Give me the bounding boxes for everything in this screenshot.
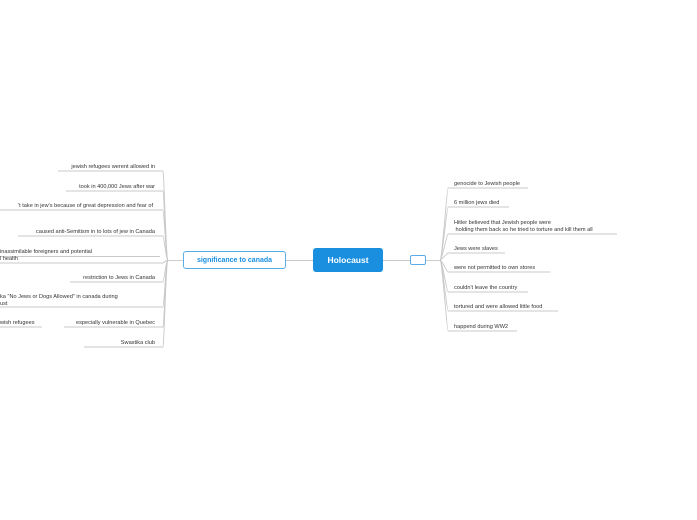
right-leaf[interactable]: Hitler believed that Jewish people were … (454, 220, 593, 233)
leaf-text: inassimilable foreigners and potential l… (0, 249, 93, 262)
right-leaf[interactable]: couldn't leave the country (454, 285, 517, 292)
left-leaf[interactable]: jewish refugees werent allowed in (71, 164, 155, 171)
leaf-text: Swastika club (120, 340, 155, 346)
left-leaf-connector (18, 235, 169, 261)
right-leaf[interactable]: tortured and were allowed little food (454, 304, 542, 311)
right-leaf[interactable]: Jews were slaves (454, 246, 498, 253)
leaf-text: especially vulnerable in Quebec (76, 320, 155, 326)
left-leaf[interactable]: 't take in jew's because of great depres… (18, 203, 153, 210)
right-leaf-connector (439, 206, 509, 261)
leaf-text: happend during WW2 (454, 324, 509, 330)
branch-empty-topic[interactable] (410, 255, 426, 265)
central-topic[interactable]: Holocaust (313, 248, 383, 272)
leaf-text: Jews were slaves (454, 246, 498, 252)
left-leaf[interactable]: especially vulnerable in Quebec (76, 320, 155, 327)
leaf-text: caused anti-Semitism in to lots of jew i… (35, 229, 155, 235)
leaf-text: jewish refugees werent allowed in (71, 164, 155, 170)
left-leaf[interactable]: caused anti-Semitism in to lots of jew i… (36, 229, 155, 236)
left-leaf[interactable]: took in 400,000 Jews after war (79, 184, 155, 191)
leaf-text: Hitler believed that Jewish people were … (454, 220, 593, 233)
leaf-text: 't take in jew's because of great depres… (18, 203, 153, 209)
leaf-text: were not permitted to own stores (454, 265, 536, 271)
leaf-text: genocide to Jewish people (454, 181, 520, 187)
branch-label: significance to canada (196, 256, 273, 264)
left-leaf[interactable]: wish refugees (0, 320, 35, 327)
leaf-text: tortured and were allowed little food (454, 304, 543, 310)
left-leaf[interactable]: ka "No Jews or Dogs Allowed" in canada d… (0, 294, 118, 307)
left-leaf[interactable]: inassimilable foreigners and potential l… (0, 249, 92, 262)
right-leaf[interactable]: were not permitted to own stores (454, 265, 535, 272)
branch-significance-to-canada[interactable]: significance to canada (183, 251, 286, 269)
central-topic-label: Holocaust (327, 255, 369, 265)
left-leaf[interactable]: restriction to Jews in Canada (83, 275, 155, 282)
right-leaf[interactable]: happend during WW2 (454, 324, 508, 331)
right-leaf[interactable]: genocide to Jewish people (454, 181, 520, 188)
right-leaf-connector (439, 252, 505, 261)
leaf-text: 6 million jews died (454, 200, 500, 206)
right-leaf-connector (439, 259, 517, 332)
leaf-text: ka "No Jews or Dogs Allowed" in canada d… (0, 294, 118, 307)
left-leaf-connector (84, 259, 169, 348)
leaf-text: wish refugees (0, 320, 35, 326)
right-leaf[interactable]: 6 million jews died (454, 200, 499, 207)
leaf-text: restriction to Jews in Canada (83, 275, 155, 281)
right-leaf-connector (439, 233, 617, 261)
leaf-text: took in 400,000 Jews after war (79, 184, 155, 190)
left-leaf[interactable]: Swastika club (121, 340, 155, 347)
leaf-text: couldn't leave the country (454, 285, 518, 291)
